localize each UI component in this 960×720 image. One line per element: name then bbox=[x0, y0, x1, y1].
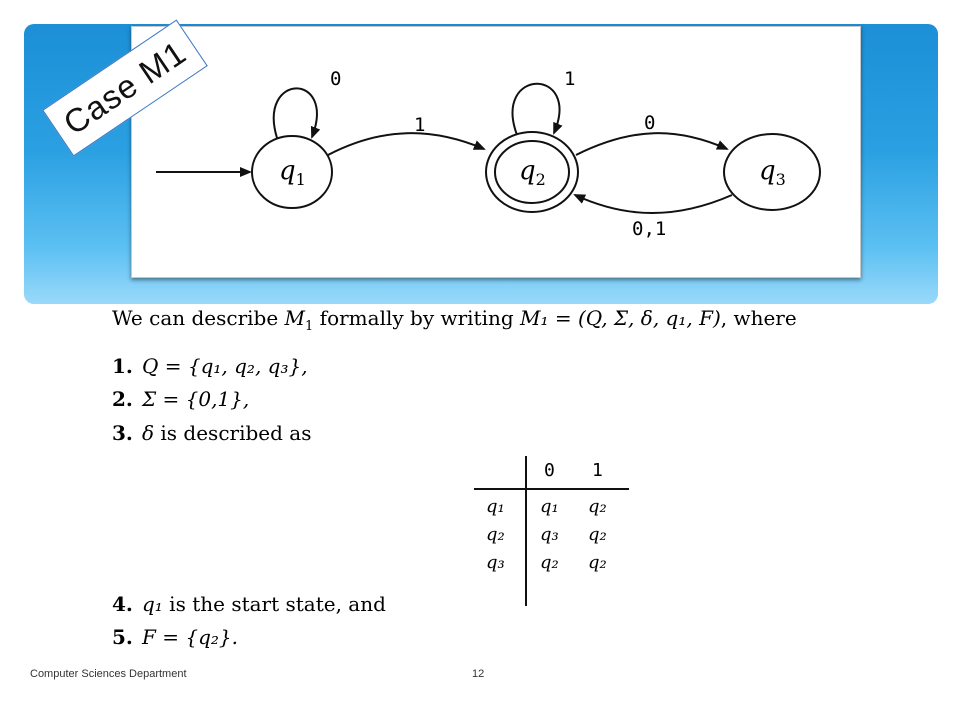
edge-q3-q2-label: 0,1 bbox=[632, 218, 666, 240]
table-col-0: 0 bbox=[544, 460, 555, 481]
table-cell: q₂ bbox=[588, 524, 607, 545]
q2-loop-label: 1 bbox=[564, 68, 575, 90]
edge-q2-to-q3 bbox=[575, 132, 729, 156]
footer-department: Computer Sciences Department bbox=[30, 668, 187, 680]
state-q2-outer bbox=[485, 131, 579, 213]
table-row-state: q₂ bbox=[486, 524, 505, 545]
state-q2-inner bbox=[494, 140, 570, 204]
edge-q1-to-q2 bbox=[327, 132, 486, 156]
edge-q2-q3-label: 0 bbox=[644, 112, 655, 134]
state-q2-label: q2 bbox=[519, 156, 546, 189]
table-cell: q₂ bbox=[588, 552, 607, 573]
intro-line: We can describe M1 formally by writing M… bbox=[112, 306, 797, 334]
table-cell: q₃ bbox=[540, 524, 559, 545]
item-1: 1.Q = {q₁, q₂, q₃}, bbox=[112, 354, 308, 378]
q1-loop-label: 0 bbox=[330, 68, 341, 90]
item-2: 2.Σ = {0,1}, bbox=[112, 387, 250, 411]
page-number: 12 bbox=[472, 668, 485, 680]
table-cell: q₂ bbox=[588, 496, 607, 517]
q1-self-loop bbox=[272, 87, 321, 139]
state-q1-label: q1 bbox=[279, 156, 306, 189]
state-q3-label: q3 bbox=[759, 156, 786, 189]
edge-q1-q2-label: 1 bbox=[414, 114, 425, 136]
item-5: 5.F = {q₂}. bbox=[112, 625, 238, 649]
table-cell: q₂ bbox=[540, 552, 559, 573]
table-horizontal-rule bbox=[474, 488, 629, 490]
table-row-state: q₃ bbox=[486, 552, 505, 573]
state-diagram: q1 q2 q3 0 1 1 0 0,1 bbox=[131, 26, 861, 278]
dfa-diagram-svg: q1 q2 q3 0 1 1 0 0,1 bbox=[156, 68, 821, 240]
q2-self-loop bbox=[511, 82, 563, 136]
table-vertical-rule bbox=[525, 456, 527, 606]
item-3: 3.δ is described as bbox=[112, 421, 312, 445]
table-row-state: q₁ bbox=[486, 496, 505, 517]
state-q1 bbox=[251, 135, 333, 209]
item-4: 4.q₁ is the start state, and bbox=[112, 592, 386, 616]
state-q3 bbox=[723, 133, 821, 211]
transition-table: 0 1 q₁ q₁ q₂ q₂ q₃ q₂ q₃ q₂ q₂ bbox=[474, 456, 629, 606]
edge-q3-to-q2 bbox=[573, 194, 733, 214]
table-cell: q₁ bbox=[540, 496, 559, 517]
table-col-1: 1 bbox=[592, 460, 603, 481]
